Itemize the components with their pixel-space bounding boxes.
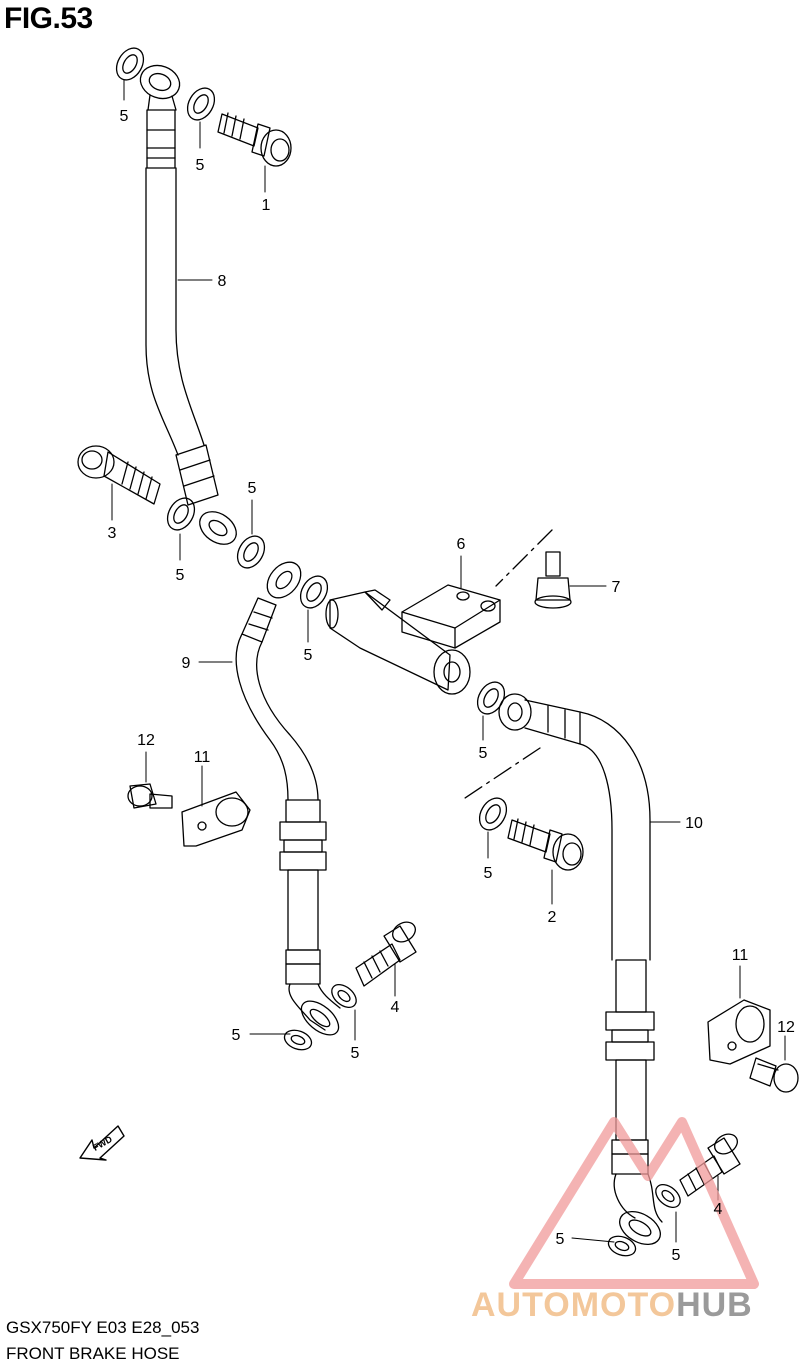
figure-title: FIG.53 (4, 2, 93, 35)
fwd-arrow-icon (79, 1125, 125, 1161)
washer-5 (607, 1235, 637, 1257)
washer-5 (186, 87, 216, 121)
washer-5 (166, 497, 196, 531)
callout-11: 11 (194, 749, 211, 766)
brake-hose-9 (235, 561, 341, 1036)
leader-lines (111, 79, 786, 1243)
callout-5: 5 (120, 108, 129, 125)
brake-hose-8 (139, 64, 237, 545)
washer-5 (115, 47, 145, 81)
callout-11: 11 (732, 947, 749, 964)
callout-8: 8 (218, 273, 227, 290)
bolt-12-right (749, 1057, 799, 1093)
callout-4: 4 (391, 999, 400, 1016)
washer-5 (476, 681, 506, 715)
callout-6: 6 (457, 536, 466, 553)
callout-5: 5 (556, 1231, 565, 1248)
bleeder-bolt-4-left (355, 921, 417, 987)
watermark-text: AUTOMOTOHUB (471, 1286, 753, 1325)
figure-caption: FRONT BRAKE HOSE (6, 1344, 180, 1363)
union-bolt-1 (217, 112, 292, 167)
callout-7: 7 (612, 579, 621, 596)
watermark-triangle (509, 1117, 759, 1289)
callout-9: 9 (182, 655, 191, 672)
callout-5: 5 (176, 567, 185, 584)
watermark-text-part2: HUB (676, 1286, 753, 1324)
callout-5: 5 (351, 1045, 360, 1062)
callout-12: 12 (137, 732, 155, 749)
washer-5 (655, 1184, 681, 1208)
clamp-11-right (707, 999, 771, 1065)
callout-5: 5 (479, 745, 488, 762)
callout-12: 12 (777, 1019, 795, 1036)
callout-3: 3 (108, 525, 117, 542)
callout-5: 5 (248, 480, 257, 497)
callout-5: 5 (232, 1027, 241, 1044)
callout-2: 2 (548, 909, 557, 926)
model-code: GSX750FY E03 E28_053 (6, 1318, 200, 1337)
brake-hose-joint-6 (325, 584, 501, 695)
washer-5 (478, 797, 508, 831)
callout-5: 5 (304, 647, 313, 664)
callout-4: 4 (714, 1201, 723, 1218)
clamp-11-left (181, 791, 251, 847)
bolt-7 (534, 551, 572, 609)
callout-10: 10 (685, 815, 703, 832)
union-bolt-3 (77, 445, 161, 505)
union-bolt-2 (507, 818, 584, 871)
washer-5 (299, 575, 329, 609)
callout-1: 1 (262, 197, 271, 214)
assembly-lines (461, 529, 553, 801)
washer-5 (331, 984, 357, 1008)
bolt-12-left (127, 783, 173, 809)
washer-5 (283, 1029, 313, 1051)
callout-5: 5 (196, 157, 205, 174)
callout-5: 5 (672, 1247, 681, 1264)
washer-5 (236, 535, 266, 569)
callout-5: 5 (484, 865, 493, 882)
watermark-text-part1: AUTOMOTO (471, 1286, 677, 1324)
